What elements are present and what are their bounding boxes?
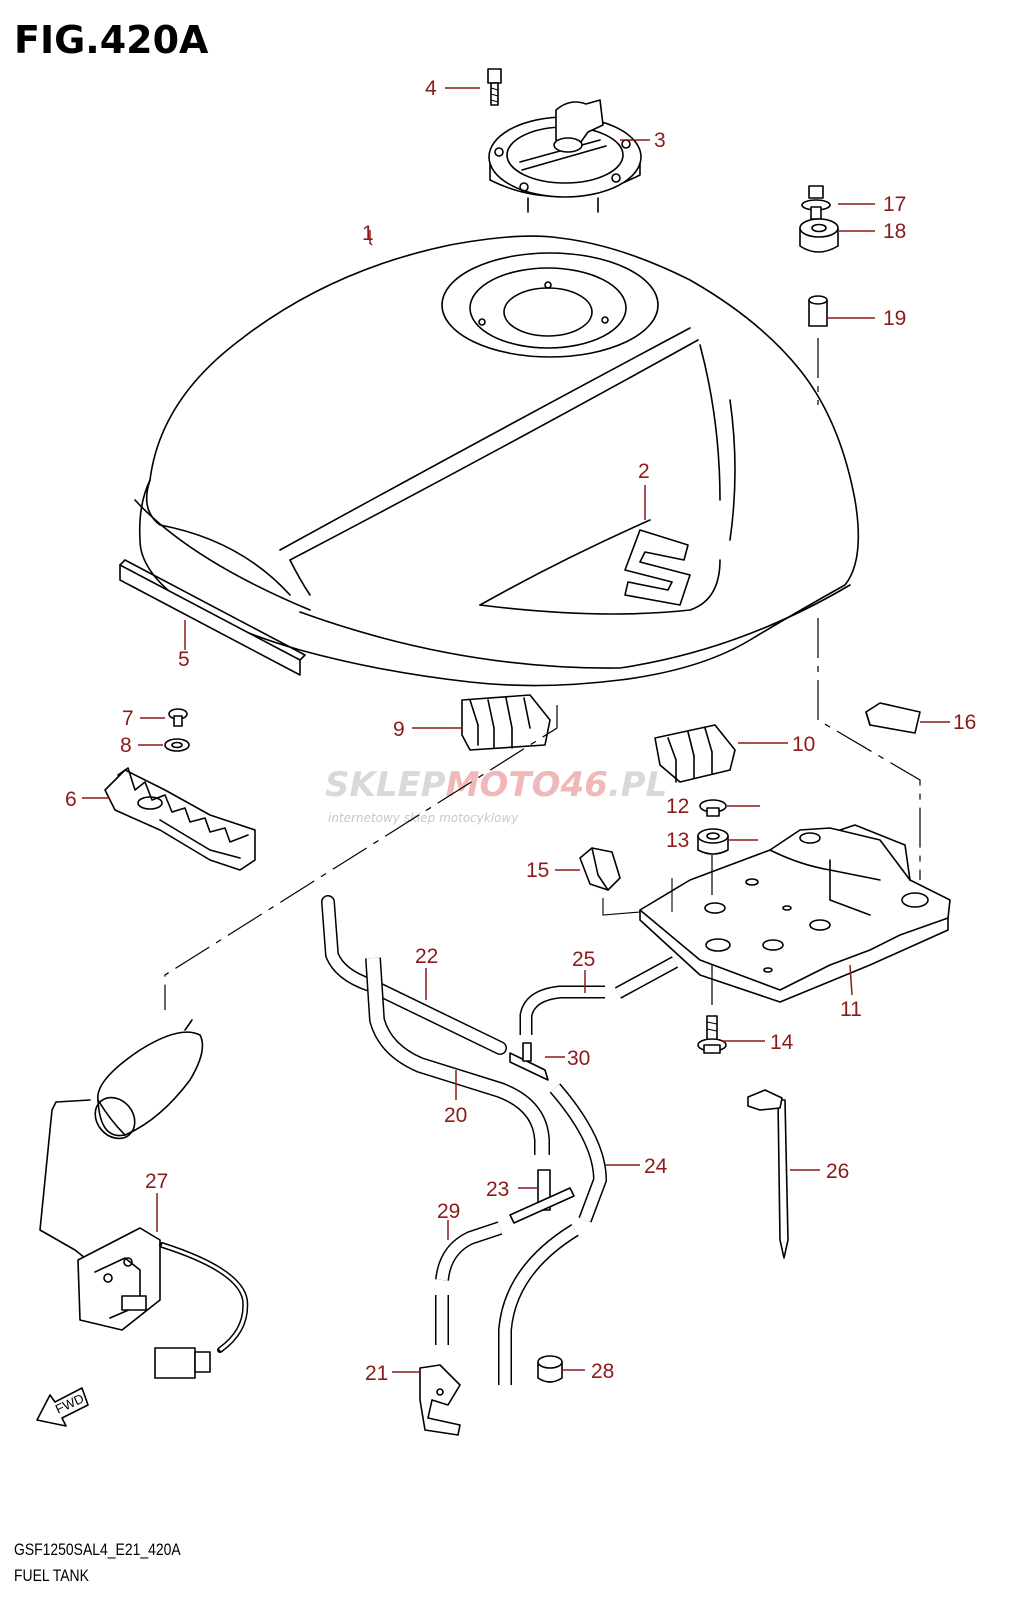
part-25-hose	[519, 956, 679, 1035]
callout-21: 21	[365, 1362, 388, 1385]
watermark-brand-a: SKLEP	[325, 765, 446, 805]
callout-20: 20	[444, 1104, 467, 1127]
part-14-bolt	[697, 1015, 727, 1054]
assembly-lines	[164, 338, 921, 1010]
figure-title: FIG.420A	[14, 18, 209, 62]
callout-18: 18	[883, 220, 906, 243]
callout-13: 13	[666, 829, 689, 852]
part-3-fuel-cap	[488, 99, 642, 213]
callout-30: 30	[567, 1047, 590, 1070]
callout-4: 4	[425, 77, 437, 100]
part-21-clip	[419, 1364, 461, 1436]
part-10-mount	[654, 724, 736, 783]
part-13-grommet	[697, 828, 729, 855]
watermark-brand-c: 46	[560, 765, 608, 805]
watermark-brand-b: MOTO	[446, 765, 561, 805]
callout-12: 12	[666, 795, 689, 818]
callout-19: 19	[883, 307, 906, 330]
part-2-emblem	[624, 529, 691, 606]
callout-10: 10	[792, 733, 815, 756]
callout-29: 29	[437, 1200, 460, 1223]
part-11-bracket	[602, 824, 951, 1003]
fwd-arrow-icon: FWD	[36, 1387, 89, 1427]
callout-16: 16	[953, 711, 976, 734]
part-19-collar	[808, 295, 828, 327]
callout-27: 27	[145, 1170, 168, 1193]
callout-9: 9	[393, 718, 405, 741]
figure-code: GSF1250SAL4_E21_420A	[14, 1540, 181, 1559]
part-9-mount	[461, 694, 551, 751]
callout-15: 15	[526, 859, 549, 882]
part-27-fuel-gauge	[39, 1019, 249, 1379]
callout-7: 7	[122, 707, 134, 730]
callout-26: 26	[826, 1160, 849, 1183]
part-8-washer	[164, 738, 190, 752]
callout-5: 5	[178, 648, 190, 671]
watermark-tagline: internetowy sklep motocyklowy	[328, 811, 519, 825]
part-22-hose	[321, 895, 507, 1055]
callout-25: 25	[572, 948, 595, 971]
part-1-fuel-tank	[134, 235, 860, 687]
callout-11: 11	[840, 998, 862, 1021]
callout-1: 1	[362, 222, 374, 245]
part-23-t-joint	[509, 1169, 575, 1224]
part-30-joint	[509, 1042, 549, 1081]
part-15-clamp	[579, 847, 621, 891]
part-6-cushion	[104, 767, 256, 871]
watermark: SKLEPMOTO46.PL internetowy sklep motocyk…	[325, 765, 667, 825]
callout-28: 28	[591, 1360, 614, 1383]
part-18-bushing	[799, 218, 839, 253]
part-20-hose	[365, 957, 550, 1155]
svg-text:SKLEPMOTO46.PL: SKLEPMOTO46.PL	[325, 765, 667, 805]
callouts: 1 2 3 4 5 6 7 8 9 10 11 12 13 14 15 16 1…	[65, 77, 976, 1385]
callout-22: 22	[415, 945, 438, 968]
part-5-strip	[119, 559, 306, 676]
callout-24: 24	[644, 1155, 668, 1178]
callout-3: 3	[654, 129, 666, 152]
part-29-hose	[435, 1221, 503, 1345]
callout-23: 23	[486, 1178, 509, 1201]
part-4-bolt	[487, 68, 502, 106]
part-12-bolt	[699, 799, 727, 817]
callout-leaders	[82, 87, 950, 1373]
callout-17: 17	[883, 193, 906, 216]
part-24-hose	[498, 1083, 608, 1385]
part-16-pad	[865, 702, 921, 734]
callout-2: 2	[638, 460, 650, 483]
callout-14: 14	[770, 1031, 794, 1054]
part-26-tube	[747, 1089, 789, 1259]
part-17-bolt	[801, 185, 831, 220]
callout-6: 6	[65, 788, 77, 811]
part-28-cap	[537, 1355, 563, 1383]
watermark-brand-d: .PL	[608, 765, 668, 805]
part-7-screw	[168, 708, 188, 727]
figure-name: FUEL TANK	[14, 1566, 89, 1585]
callout-8: 8	[120, 734, 132, 757]
